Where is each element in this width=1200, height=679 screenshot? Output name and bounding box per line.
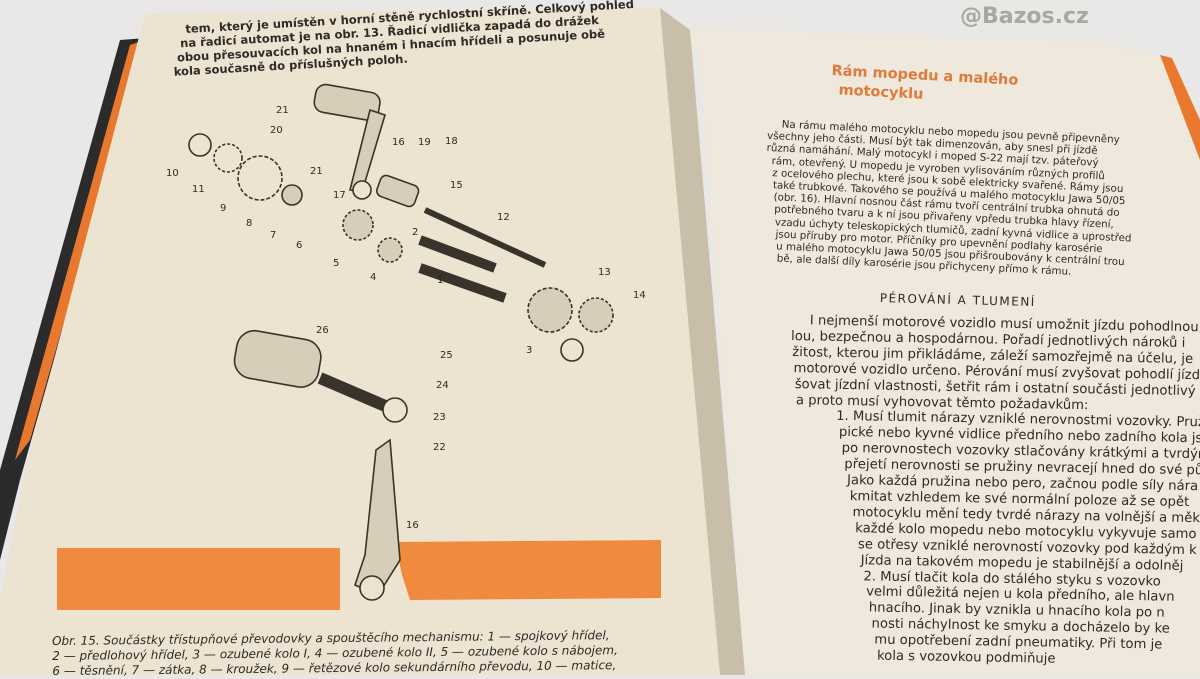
- part-label: 3: [526, 345, 533, 356]
- part-label: 7: [270, 230, 277, 241]
- part-label: 9: [220, 203, 227, 214]
- part-label: 16: [406, 520, 419, 531]
- part-label: 13: [598, 267, 611, 278]
- part-label: 21: [310, 166, 323, 177]
- right-page-lower-body: I nejmenší motorové vozidlo musí umožnit…: [784, 313, 1200, 670]
- orange-band-right: [395, 540, 661, 600]
- part-label: 4: [370, 272, 377, 283]
- part-label: 25: [440, 350, 453, 361]
- figure-caption: Obr. 15. Součástky třístupňové převodovk…: [52, 628, 618, 679]
- part-label: 12: [497, 212, 510, 223]
- part-label: 6: [296, 240, 303, 251]
- part-label: 21: [276, 105, 289, 116]
- orange-band: [57, 548, 340, 610]
- part-label: 26: [316, 325, 329, 336]
- part-label: 15: [450, 180, 463, 191]
- part-label: 20: [270, 125, 283, 136]
- watermark: @Bazos.cz: [960, 4, 1089, 29]
- right-page-body: Na rámu malého motocyklu nebo mopedu jso…: [763, 118, 1136, 281]
- part-label: 2: [412, 227, 419, 238]
- part-label: 19: [418, 137, 431, 148]
- left-page: [0, 8, 745, 675]
- gutter-shadow: [660, 8, 745, 675]
- right-page-orange-edge: [1160, 55, 1200, 160]
- part-label: 10: [166, 168, 179, 179]
- part-label: 16: [392, 137, 405, 148]
- part-label: 24: [436, 380, 449, 391]
- part-label: 1: [437, 275, 444, 286]
- part-label: 22: [433, 442, 446, 453]
- part-label: 18: [445, 136, 458, 147]
- part-label: 14: [633, 290, 646, 301]
- part-label: 17: [333, 190, 346, 201]
- part-label: 8: [246, 218, 253, 229]
- part-label: 23: [433, 412, 446, 423]
- gearbox-illustration: [188, 83, 614, 601]
- right-page: [680, 28, 1200, 675]
- part-label: 11: [192, 184, 205, 195]
- part-label: 5: [333, 258, 340, 269]
